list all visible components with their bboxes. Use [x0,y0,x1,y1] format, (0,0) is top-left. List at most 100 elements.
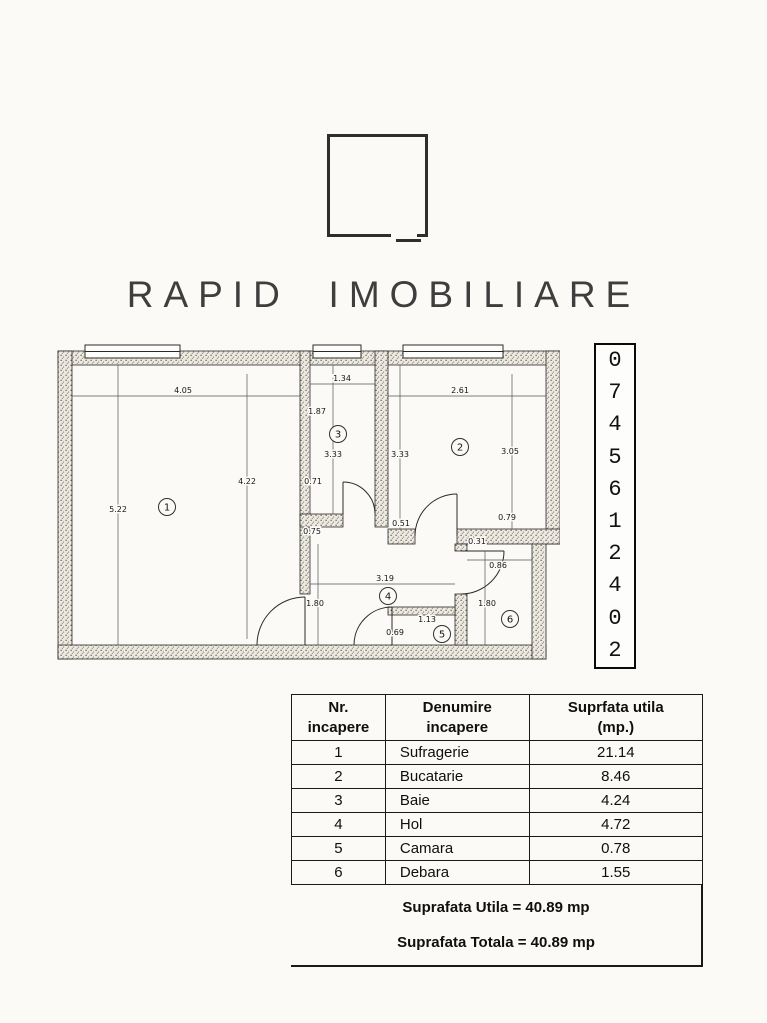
room-area-cell: 0.78 [528,836,704,861]
room-area-cell: 21.14 [528,740,704,765]
room-number-label: 3 [335,430,341,441]
phone-digit: 5 [608,444,622,470]
area-table: Nr. incapere Denumire incapere Suprfata … [291,694,704,885]
room-area-cell: 4.24 [528,788,704,813]
room-number-label: 4 [385,592,391,603]
col-header-denumire: Denumire incapere [384,694,530,741]
dimension-label: 4.05 [174,386,192,395]
room-number-circle [501,610,519,628]
dimension-label: 1.80 [306,599,324,608]
room-number-cell: 6 [291,860,386,885]
dimension-labels: 4.05 5.22 4.22 1.34 1.87 3.33 3.33 2.61 … [108,373,521,639]
dimension-label: 1.80 [478,599,496,608]
room-name-cell: Hol [384,812,530,837]
area-table-section: Nr. incapere Denumire incapere Suprfata … [291,694,704,967]
dimension-label: 0.51 [392,519,410,528]
table-row: 4 Hol 4.72 [291,812,704,837]
room-name-cell: Debara [384,860,530,885]
table-row: 2 Bucatarie 8.46 [291,764,704,789]
room-number-label: 1 [164,503,170,514]
dimension-label: 5.22 [109,505,127,514]
phone-digit: 2 [608,637,622,663]
phone-digit: 0 [608,348,622,374]
room-number-circle [379,587,397,605]
dimension-label: 1.87 [308,407,326,416]
room-name-cell: Camara [384,836,530,861]
wall-baie-bucatarie [374,350,389,528]
total-totala: Suprafata Totala = 40.89 mp [397,934,595,951]
room-name-cell: Bucatarie [384,764,530,789]
table-row: 6 Debara 1.55 [291,860,704,885]
room-number-circle [329,425,347,443]
wall-debara-left [454,593,468,646]
room-number-label: 5 [439,630,445,641]
wall-bottom [57,644,547,660]
dimension-label: 0.75 [303,527,321,536]
dimension-label: 0.79 [498,513,516,522]
room-number-cell: 4 [291,812,386,837]
room-number-circle [158,498,176,516]
phone-digit: 1 [608,509,622,535]
door-arc [256,596,306,646]
totals-section: Suprafata Utila = 40.89 mp Suprafata Tot… [291,885,703,967]
room-number-circle [433,625,451,643]
room-name-cell: Baie [384,788,530,813]
dimension-label: 3.33 [324,450,342,459]
floor-plan: 4.05 5.22 4.22 1.34 1.87 3.33 3.33 2.61 … [57,344,560,660]
total-utila: Suprafata Utila = 40.89 mp [402,899,590,916]
room-number-circle [451,438,469,456]
room-area-cell: 4.72 [528,812,704,837]
dimension-label: 1.13 [418,615,436,624]
room-number-cell: 3 [291,788,386,813]
dimension-label: 0.69 [386,628,404,637]
room-number-cell: 5 [291,836,386,861]
logo-dash [396,239,421,242]
wall-right-lower [531,536,547,660]
wall-sufragerie-hol [299,350,311,595]
brand-title: RAPID IMOBILIARE [126,274,641,315]
door-arc [353,606,393,646]
room-name-cell: Sufragerie [384,740,530,765]
dimension-label: 1.34 [333,374,351,383]
table-header-row: Nr. incapere Denumire incapere Suprfata … [291,694,704,741]
dimension-label: 4.22 [238,477,256,486]
door-arc [414,493,458,537]
dimension-label: 3.05 [501,447,519,456]
dimension-label: 3.19 [376,574,394,583]
dimension-label: 3.33 [391,450,409,459]
dimension-lines [72,365,546,645]
wall-bucatarie-hol-right [456,528,560,545]
wall-right-upper [545,350,560,545]
door-arc [342,481,376,515]
table-row: 3 Baie 4.24 [291,788,704,813]
wall-bucatarie-hol-left [387,528,416,545]
room-area-cell: 1.55 [528,860,704,885]
phone-digit: 0 [608,605,622,631]
table-row: 5 Camara 0.78 [291,836,704,861]
phone-digit: 7 [608,380,622,406]
walls [57,350,560,660]
phone-digit: 2 [608,541,622,567]
room-area-cell: 8.46 [528,764,704,789]
wall-camara-top [387,606,456,616]
room-number-markers: 1 2 3 4 5 6 [158,425,519,643]
doors [256,481,505,646]
dimension-label: 2.61 [451,386,469,395]
wall-left [57,350,73,660]
dimension-label: 0.31 [468,537,486,546]
col-header-suprafata: Suprfata utila (mp.) [528,694,704,741]
logo-square [327,134,428,237]
door-arc [460,550,505,595]
logo-bottom-gap [391,234,417,237]
dimension-label: 0.71 [304,477,322,486]
phone-digit: 6 [608,476,622,502]
wall-baie-hol [299,513,344,528]
phone-number-column: 0 7 4 5 6 1 2 4 0 2 [594,343,636,669]
room-number-cell: 2 [291,764,386,789]
col-header-nr: Nr. incapere [291,694,386,741]
dimension-label: 0.86 [489,561,507,570]
wall-debara-top [454,543,468,552]
phone-digit: 4 [608,573,622,599]
room-number-label: 2 [457,443,463,454]
windows [84,344,504,359]
